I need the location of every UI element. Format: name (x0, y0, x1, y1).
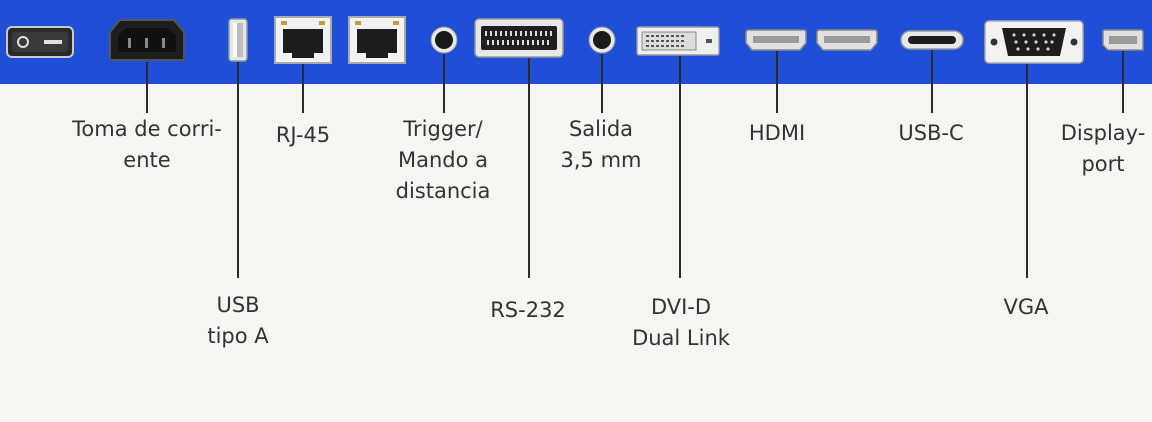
leader-line (237, 62, 239, 278)
leader-line (302, 64, 304, 113)
hdmi-icon (745, 29, 807, 51)
hdmi-icon (816, 29, 878, 51)
usb-a-icon (228, 18, 248, 62)
rj45-icon (274, 16, 332, 64)
vga-icon (984, 20, 1084, 64)
trigger-jack-icon (430, 26, 458, 54)
label-displayport: Display-port (1060, 121, 1146, 176)
rj45-icon (348, 16, 406, 64)
label-rj45: RJ-45 (275, 123, 331, 147)
power-socket-icon (109, 19, 185, 61)
rs232-icon (474, 18, 564, 58)
power-switch-icon (6, 26, 74, 58)
label-power-socket: Toma de corri-ente (72, 117, 222, 172)
leader-line (146, 62, 148, 113)
connector-panel (0, 0, 1152, 84)
label-vga: VGA (1003, 295, 1049, 319)
label-rs232: RS-232 (490, 298, 566, 322)
displayport-icon (1102, 29, 1144, 51)
usb-c-icon (900, 30, 964, 50)
leader-line (528, 58, 530, 278)
leader-line (679, 56, 681, 278)
leader-line (601, 54, 603, 113)
label-usb-c: USB-C (898, 121, 964, 145)
leader-line (776, 51, 778, 113)
dvi-icon (636, 26, 720, 56)
leader-line (443, 54, 445, 113)
leader-line (1026, 64, 1028, 278)
leader-line (931, 50, 933, 113)
leader-line (1122, 51, 1124, 113)
label-hdmi: HDMI (748, 121, 806, 145)
audio-jack-icon (588, 26, 616, 54)
